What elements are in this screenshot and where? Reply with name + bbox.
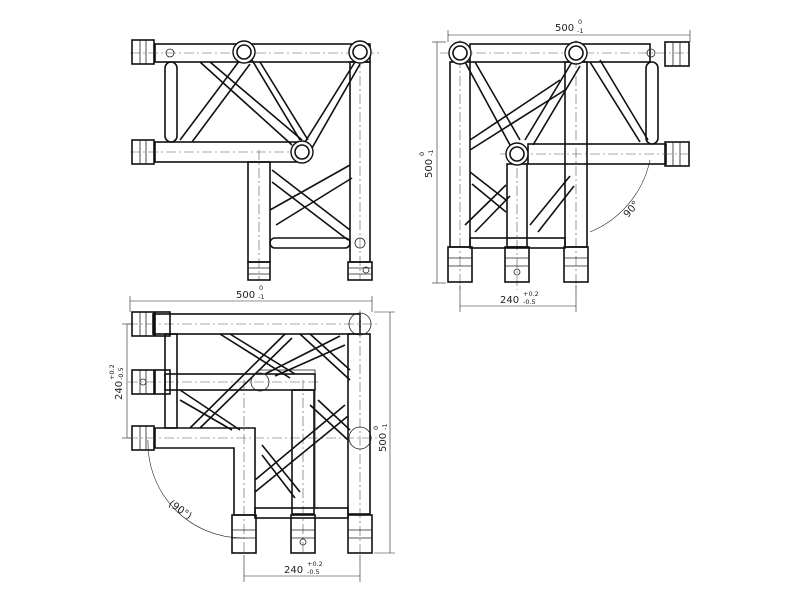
b-angle-arc	[147, 439, 243, 539]
tr-coupler-top-right	[664, 41, 690, 67]
b-bottom-spacing-dimension: 240	[284, 565, 303, 576]
tl-coupler-top-left	[131, 39, 155, 65]
b-left-vertical	[164, 333, 178, 429]
b-coupler-middle-left	[131, 369, 155, 395]
tr-width-tol-upper: 0	[578, 18, 582, 26]
tl-pin-hole	[165, 48, 175, 58]
b-coupler-bottom-2	[290, 514, 316, 554]
tl-left-vertical-tube	[164, 61, 178, 143]
tr-width-tol-lower: -1	[577, 27, 583, 35]
b-side-spacing-dimension: 240	[114, 381, 125, 400]
b-bottom-spacing-tol-lower: -0.5	[307, 568, 320, 576]
tr-spacing-tol-upper: +0.2	[523, 290, 539, 298]
b-side-spacing-tol-upper: +0.2	[108, 364, 116, 380]
b-angle-label: (90°)	[166, 498, 193, 522]
b-coupler-bottom-3	[347, 514, 373, 554]
b-coupler-bottom-1	[231, 514, 257, 554]
b-right-chord	[347, 333, 371, 515]
b-node-top-right	[348, 312, 372, 336]
tl-coupler-middle-left	[131, 139, 155, 165]
b-bottom-spacing-tol-upper: +0.2	[307, 560, 323, 568]
tr-angle-label: 90°	[622, 199, 642, 220]
tr-height-tol-upper: 0	[418, 152, 426, 156]
tr-coupler-bottom-1	[447, 246, 473, 283]
b-side-spacing-tol-lower: -0.5	[117, 367, 125, 380]
tl-bottom-tube	[269, 237, 351, 249]
b-width-tol-lower: -1	[258, 293, 264, 301]
tr-spacing-tol-lower: -0.5	[523, 298, 536, 306]
b-height-dimension: 500	[378, 433, 389, 452]
b-node-inner	[250, 372, 270, 392]
tl-coupler-bottom-2	[347, 261, 373, 281]
tr-spacing-dimension: 240	[500, 295, 519, 306]
b-height-tol-upper: 0	[372, 426, 380, 430]
bottom-view: (90°) 500 0 -1 500 0 -1 240 +0.2 -0.5 24…	[108, 284, 395, 582]
tl-coupler-bottom-1	[247, 261, 271, 281]
b-node-middle-right	[348, 426, 372, 450]
tr-angle-arc	[589, 159, 651, 233]
b-bottom-chord	[254, 507, 349, 519]
tr-right-vertical-tube	[645, 61, 659, 145]
b-width-tol-upper: 0	[259, 284, 263, 292]
tr-width-dimension: 500	[555, 23, 574, 34]
tr-bottom-tube	[469, 237, 566, 249]
b-width-dimension: 500	[236, 290, 255, 301]
tr-height-tol-lower: -1	[427, 150, 435, 156]
tr-height-dimension: 500	[424, 159, 435, 178]
top-right-view: 90° 500 0 -1 500 0 -1 240 +0.2 -0.5	[418, 18, 691, 312]
tr-coupler-bottom-2	[504, 246, 530, 283]
top-left-view	[130, 39, 380, 281]
b-height-tol-lower: -1	[381, 424, 389, 430]
tr-coupler-bottom-3	[563, 246, 589, 283]
